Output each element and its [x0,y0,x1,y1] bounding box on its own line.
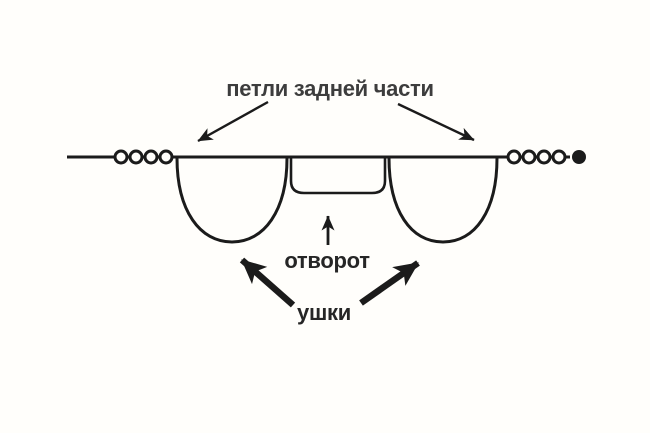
cast-on-loop [551,149,567,165]
fold-label: отворот [284,248,370,273]
cast-on-loop [128,149,144,165]
diagram-strokes [67,100,586,308]
cast-on-loop [158,149,174,165]
ears-arrow-left-icon [239,257,296,308]
cast-on-loop [143,149,159,165]
cast-on-loop [521,149,537,165]
right-ear-shape [387,157,499,244]
ears-label: ушки [297,300,351,325]
cast-on-loop [506,149,522,165]
ears-arrow-right-icon [359,260,420,306]
back-loops-arrow-right-icon [397,102,475,142]
back-loops-arrow-left-icon [197,100,269,143]
end-dot [572,150,586,164]
left-ear-shape [175,157,289,244]
fold-shape [289,158,387,195]
cast-on-loop [113,149,129,165]
right-loops-group [506,149,567,165]
cast-on-loop [536,149,552,165]
left-loops-group [113,149,174,165]
back-loops-label: петли задней части [226,76,433,101]
